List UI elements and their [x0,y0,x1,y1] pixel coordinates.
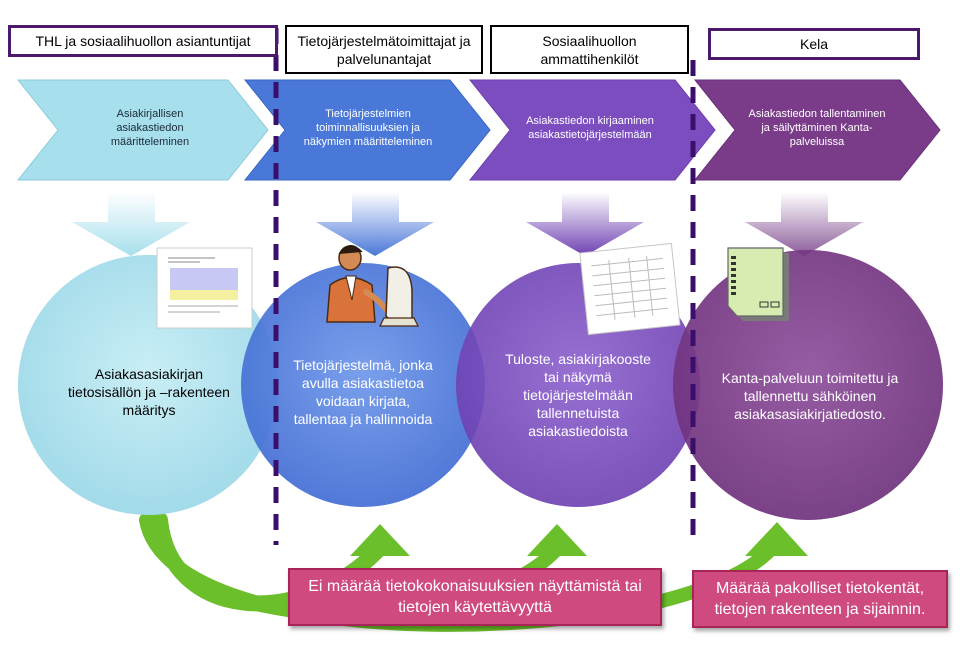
step-label-1: Asiakirjallisen asiakastiedon määrittele… [110,108,190,148]
step-chevron-1 [16,79,269,181]
green-arrowhead-2 [527,524,587,556]
down-arrow-4 [745,192,863,256]
step-label-4: Asiakastiedon tallentaminen ja säilyttäm… [748,108,886,148]
header-thl: THL ja sosiaalihuollon asiantuntijat [8,25,278,57]
circle-label-4: Kanta-palveluun toimitettu ja tallennett… [721,370,899,422]
header-kela: Kela [708,28,920,60]
document-icon [156,247,253,329]
down-arrow-1 [72,192,190,256]
step-chevron-4 [693,79,941,181]
step-chevron-3 [468,79,716,181]
green-arrowhead-3 [745,522,808,556]
callout-no-requirements: Ei määrää tietokokonaisuuksien näyttämis… [288,568,662,626]
callout-requirements: Määrää pakolliset tietokentät, tietojen … [692,570,948,628]
down-arrow-3 [526,192,644,256]
down-arrow-2 [316,192,434,256]
header-professionals: Sosiaalihuollon ammattihenkilöt [490,25,689,74]
file-icon [727,247,789,321]
step-label-3: Asiakastiedon kirjaaminen asiakastietojä… [526,115,654,141]
circle-label-3: Tuloste, asiakirjakooste tai näkymä tiet… [505,351,651,439]
circle-2 [241,263,485,507]
table-document-icon [579,242,681,336]
circle-label-1: Asiakasasiakirjan tietosisällön ja –rake… [68,366,230,418]
step-chevron-2 [243,79,491,181]
green-arrowhead-1 [350,524,410,556]
person-at-computer-icon [326,245,419,327]
header-system-vendors: Tietojärjestelmätoimittajat ja palveluna… [285,25,483,74]
step-label-2: Tietojärjestelmien toiminnallisuuksien j… [303,108,433,148]
circle-label-2: Tietojärjestelmä, jonka avulla asiakasti… [293,357,433,427]
